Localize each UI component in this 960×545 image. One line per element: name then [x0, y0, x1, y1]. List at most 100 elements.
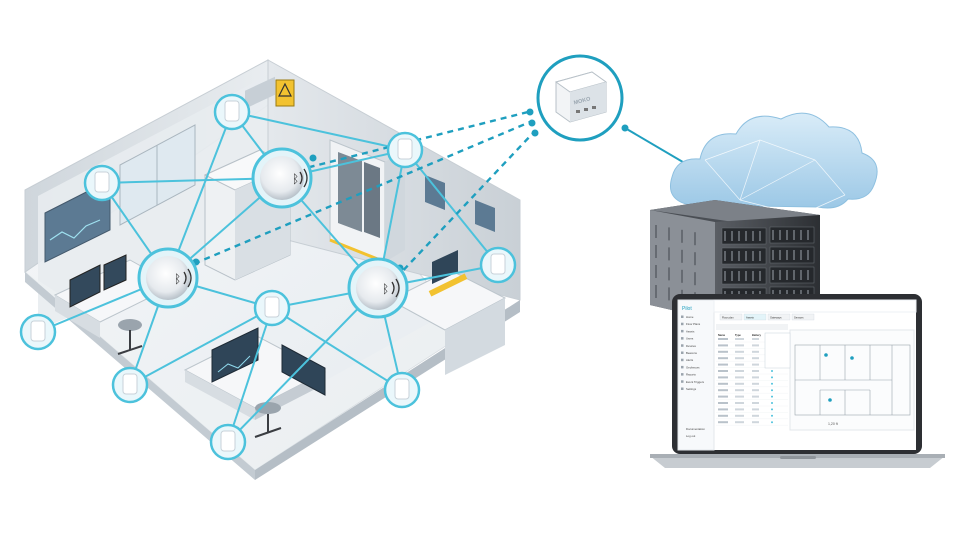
sidebar-item-icon	[681, 358, 684, 362]
sidebar-item-icon	[681, 351, 684, 354]
bluetooth-icon: ᛒ	[174, 272, 181, 286]
wall-screen-right-1	[425, 175, 445, 210]
sidebar-item[interactable]: Geofences	[686, 365, 700, 369]
app-header	[713, 299, 917, 313]
link-dot	[309, 154, 317, 162]
gateway-port	[592, 106, 596, 109]
signal-waves-icon	[391, 278, 400, 298]
link	[227, 307, 273, 443]
link	[271, 307, 403, 391]
gateway-port	[576, 110, 580, 113]
search-bar[interactable]	[716, 324, 788, 330]
beacons	[19, 93, 517, 461]
sidebar-item[interactable]: Settings	[686, 387, 697, 391]
sidebar-item-icon	[681, 322, 684, 326]
server-unit	[721, 247, 767, 265]
server-left-face	[650, 210, 715, 320]
sidebar-item[interactable]: Reports	[686, 373, 696, 377]
link-dot	[526, 108, 534, 116]
signal-waves-icon	[299, 168, 308, 188]
table-row[interactable]	[716, 402, 788, 407]
server-unit	[769, 266, 815, 284]
link	[129, 307, 273, 386]
app-logo: Pilot	[682, 306, 692, 312]
beacon-node	[19, 313, 57, 351]
beacon-node	[383, 371, 421, 409]
table-row[interactable]	[716, 395, 788, 400]
bluetooth-hub: ᛒ	[347, 257, 409, 319]
link-dot	[621, 124, 629, 132]
floor-overlay	[25, 272, 470, 470]
sidebar-item[interactable]: Home	[686, 315, 694, 319]
room-rack-door	[338, 152, 362, 232]
warning-sign	[275, 79, 295, 107]
dashed-link	[395, 131, 535, 279]
link-dot	[531, 129, 539, 137]
gateway-uplinks	[183, 110, 535, 279]
laptop-base	[650, 456, 945, 468]
sidebar-item-icon	[681, 380, 684, 383]
sidebar-item[interactable]: Floor Plans	[686, 322, 701, 326]
sidebar-item-icon	[681, 387, 684, 390]
filter-dropdown[interactable]	[764, 332, 791, 369]
bluetooth-icon: ᛒ	[292, 172, 299, 186]
table-row[interactable]	[716, 421, 788, 426]
dashed-link	[183, 120, 531, 270]
bluetooth-hubs: ᛒ ᛒ ᛒ	[137, 147, 409, 319]
chair-left-seat	[118, 319, 142, 331]
bench-yellow-mat	[428, 273, 468, 297]
wall-display-graph	[49, 219, 101, 241]
server-unit	[769, 226, 815, 244]
table-row[interactable]	[716, 389, 788, 394]
chair-left-base	[117, 345, 143, 355]
table-row[interactable]	[716, 382, 788, 387]
server-unit	[721, 227, 767, 245]
sidebar-item-icon	[681, 373, 684, 376]
sidebar-item[interactable]: Devices	[686, 344, 697, 348]
link-dot	[528, 119, 536, 127]
laptop-notch	[780, 456, 816, 459]
wall-screen-right-2	[475, 200, 495, 232]
tab[interactable]	[743, 313, 767, 321]
table-row[interactable]	[716, 414, 788, 419]
sidebar-item[interactable]: Alerts	[686, 358, 694, 362]
table-row[interactable]	[716, 376, 788, 381]
sidebar-footer-item[interactable]: Log out	[686, 434, 696, 438]
bluetooth-icon: ᛒ	[382, 282, 389, 296]
tab[interactable]	[791, 313, 815, 321]
office-room	[24, 59, 521, 480]
table-header: Battery	[752, 333, 761, 337]
lab-machine-panel	[245, 76, 275, 109]
sidebar-item[interactable]: Assets	[686, 329, 695, 333]
server-unit-side	[655, 245, 696, 266]
desk-center-monitor-1	[211, 327, 259, 383]
sidebar-footer-item[interactable]: Documentation	[686, 427, 705, 431]
beacon-node	[479, 246, 517, 284]
beacon-node	[209, 423, 247, 461]
floor-plan-marker	[828, 398, 832, 402]
tab-label: Gateways	[770, 316, 782, 320]
sidebar-item-icon	[681, 315, 684, 318]
server-unit-side	[655, 225, 696, 246]
tab-label: Floor plan	[722, 316, 734, 320]
beacon-node	[253, 289, 291, 327]
sidebar-item[interactable]: Beacons	[686, 351, 697, 355]
warning-icon	[278, 82, 292, 97]
table-header: Type	[735, 333, 741, 337]
tab-label: Assets	[746, 316, 754, 320]
server-unit	[721, 267, 767, 285]
table-row[interactable]	[716, 370, 788, 375]
tab[interactable]	[719, 313, 743, 321]
server-unit-side	[655, 265, 696, 286]
app-sidebar	[677, 299, 715, 451]
floor-plan-marker	[850, 356, 854, 360]
sidebar-item[interactable]: Users	[686, 337, 694, 341]
tab[interactable]	[767, 313, 791, 321]
sidebar-item[interactable]: Event Triggers	[686, 380, 705, 384]
sidebar-item-icon	[681, 337, 684, 340]
table-row[interactable]	[716, 408, 788, 413]
